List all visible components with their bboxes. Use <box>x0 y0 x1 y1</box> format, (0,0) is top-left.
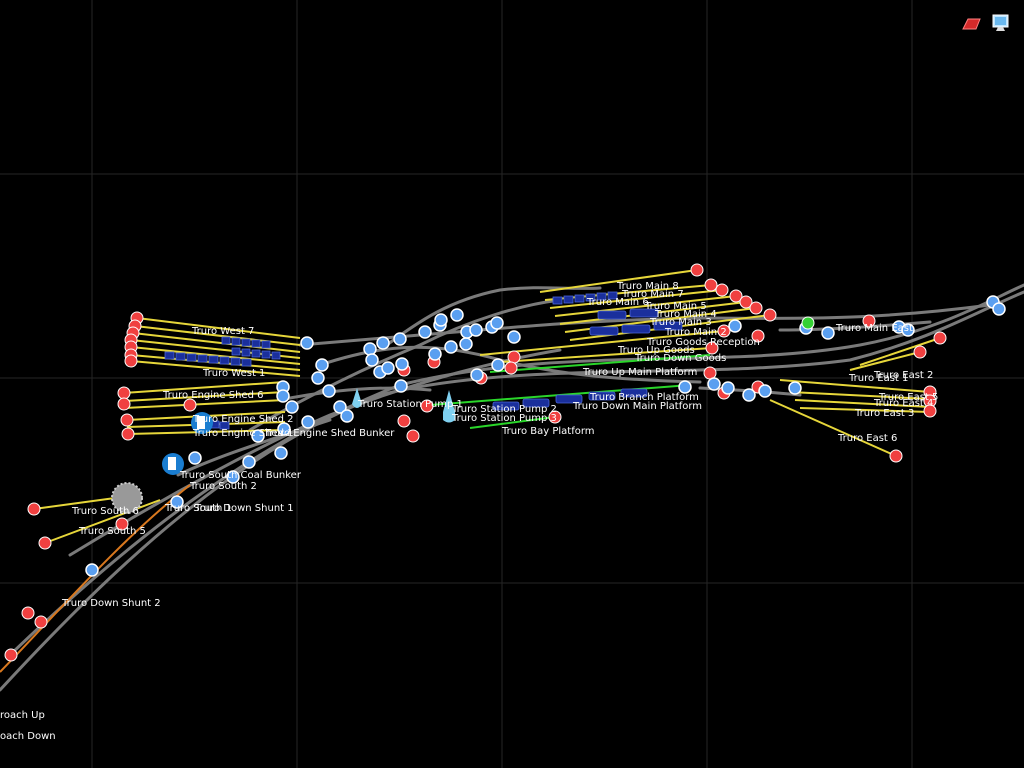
label-truro-main-7: Truro Main 7 <box>621 289 684 300</box>
label-truro-down-shunt-2: Truro Down Shunt 2 <box>61 598 161 609</box>
track-labels: Truro West 7 Truro West 1 Truro Engine S… <box>0 281 938 742</box>
label-truro-engine-shed-1: Truro Engine Shed 1 <box>192 428 293 439</box>
label-truro-south-2: Truro South 2 <box>189 481 257 492</box>
eraser-icon[interactable] <box>960 13 982 35</box>
label-truro-down-shunt-1: Truro Down Shunt 1 <box>194 503 294 514</box>
label-truro-east-5: Truro East 5 <box>878 392 938 403</box>
label-truro-main-4: Truro Main 4 <box>654 309 717 320</box>
label-truro-main-8: Truro Main 8 <box>616 281 679 292</box>
label-truro-south-6: Truro South 6 <box>71 506 139 517</box>
label-truro-down-main-platform: Truro Down Main Platform <box>572 401 702 412</box>
label-truro-south-coal-bunker: Truro South Coal Bunker <box>179 470 302 481</box>
label-truro-up-main-platform: Truro Up Main Platform <box>582 367 697 378</box>
water-pump-icon[interactable] <box>352 388 455 423</box>
label-truro-engine-shed-bunker: Truro Engine Shed Bunker <box>264 428 395 439</box>
label-truro-west-1: Truro West 1 <box>202 368 265 379</box>
train-consists <box>164 291 683 430</box>
label-truro-main-3: Truro Main 3 <box>649 317 712 328</box>
label-truro-east-6: Truro East 6 <box>837 433 897 444</box>
signal-green-node[interactable] <box>801 316 815 330</box>
label-truro-south-1: Truro South 1 <box>164 503 232 514</box>
label-truro-main-east: Truro Main East <box>835 323 913 334</box>
label-approach-down: oach Down <box>0 731 56 742</box>
label-truro-down-goods: Truro Down Goods <box>634 353 726 364</box>
label-truro-branch-platform: Truro Branch Platform <box>589 392 699 403</box>
label-truro-station-pump-1: Truro Station Pump 1 <box>357 399 463 410</box>
label-truro-east-3: Truro East 3 <box>854 408 914 419</box>
turntable-icon[interactable] <box>111 482 143 514</box>
label-truro-east-4: Truro East 4 <box>873 398 933 409</box>
monitor-icon[interactable] <box>990 12 1012 34</box>
label-truro-east-2: Truro East 2 <box>873 370 933 381</box>
label-truro-south-5: Truro South 5 <box>78 526 146 537</box>
label-truro-engine-shed-6: Truro Engine Shed 6 <box>162 390 263 401</box>
label-truro-west-7: Truro West 7 <box>191 326 254 337</box>
label-truro-up-goods: Truro Up Goods <box>617 345 695 356</box>
label-truro-goods-reception: Truro Goods Reception <box>646 337 760 348</box>
fuel-pump-icon[interactable] <box>162 412 213 475</box>
main-running-lines <box>0 283 1024 692</box>
label-truro-station-pump-3: Truro Station Pump 3 <box>451 413 557 424</box>
label-truro-main-5: Truro Main 5 <box>644 301 707 312</box>
label-truro-east-1: Truro East 1 <box>848 373 908 384</box>
label-truro-engine-shed-2: Truro Engine Shed 2 <box>192 414 293 425</box>
label-approach-up: roach Up <box>0 710 45 721</box>
label-truro-bay-platform: Truro Bay Platform <box>501 426 595 437</box>
siding-endpoints[interactable] <box>4 263 947 662</box>
label-truro-main-2: Truro Main 2 <box>664 327 727 338</box>
junction-nodes[interactable] <box>85 295 1006 577</box>
yellow-sidings <box>33 269 941 544</box>
label-truro-main-6: Truro Main 6 <box>586 297 649 308</box>
label-truro-station-pump-2: Truro Station Pump 2 <box>451 404 557 415</box>
